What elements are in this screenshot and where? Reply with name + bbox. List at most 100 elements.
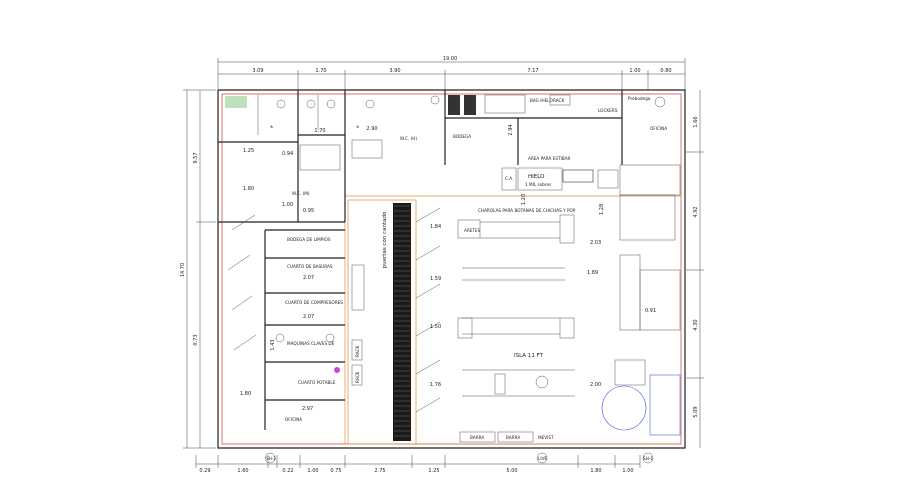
equipment-bag-hielo: BAG HIELO (530, 98, 553, 103)
dim-right-2: 4.92 (693, 206, 699, 217)
toilet-icon (276, 99, 286, 109)
wheelchair-icon-2: ♿ (356, 124, 360, 129)
dim-bottom-2: 1.60 (237, 468, 248, 474)
dim-189: 1.89 (587, 270, 598, 276)
dimension-bottom: 0.29 1.60 0.22 1.00 0.75 2.75 1.25 5.00 … (195, 455, 641, 474)
service-rooms: BODEGA DE LIMPIOS CUARTO DE BASURAS 2.07… (227, 214, 345, 430)
dim-200: 2.00 (590, 382, 601, 388)
dim-184: 1.84 (430, 224, 441, 230)
room-maquinas: MAQUINAS CLAVES DE (287, 341, 335, 346)
dim-297: 2.97 (302, 406, 313, 412)
equipment-hielo: HIELO (528, 174, 545, 180)
room-wc-m: W.C. (H) (400, 136, 417, 141)
equipment-rack-top: RACK (553, 98, 564, 103)
room-prebodega: Prebodega (628, 96, 651, 101)
equipment-charolas: CHAROLAS PARA BOTANAS DE CHICHAS Y POP (478, 208, 576, 213)
door-swing-lines (227, 214, 257, 351)
dim-100-interior: 1.00 (282, 202, 293, 208)
dim-120: 1.20 (521, 194, 527, 205)
dim-left-2: 0.73 (193, 334, 199, 345)
toilet-icon-4 (365, 99, 375, 109)
dim-left-total: 14.70 (180, 263, 186, 277)
room-bodega-limpios: BODEGA DE LIMPIOS (287, 237, 331, 242)
dim-top-seg-2: 1.70 (315, 68, 326, 74)
dim-094-interior: 0.94 (282, 151, 293, 157)
dim-bottom-10: 1.00 (622, 468, 633, 474)
room-bodega: BODEGA (453, 134, 471, 139)
dim-159: 1.59 (430, 276, 441, 282)
dim-top-seg-3: 3.90 (389, 68, 400, 74)
equipment-rack-left: RACK (355, 346, 360, 357)
dim-207-a: 2.07 (303, 275, 314, 281)
dim-290-interior: 2.90 (366, 126, 377, 132)
dim-170-interior: 1.70 (314, 128, 325, 134)
dimension-left: 14.70 9.57 0.73 (180, 89, 216, 449)
outer-walls (217, 89, 686, 449)
dim-180-b: 1.80 (240, 391, 251, 397)
dim-bottom-8: 5.00 (506, 468, 517, 474)
room-oficina-bottom: OFICINA (285, 417, 302, 422)
room-wc-f: W.C. (M) (292, 191, 310, 196)
dim-top-seg-5: 1.00 (629, 68, 640, 74)
marker-3: SH-2 (266, 456, 276, 461)
dim-294: 2.94 (508, 124, 514, 135)
dim-bottom-3: 0.22 (282, 468, 293, 474)
dim-bottom-7: 1.25 (428, 468, 439, 474)
shelf-block (448, 95, 460, 115)
dim-180-interior: 1.80 (243, 186, 254, 192)
fan-icon (654, 96, 666, 108)
equipment-hielo-sub: 1 MIL sobres (525, 182, 551, 187)
cooler-door-slats (394, 205, 410, 437)
sales-floor: ARETES CHAROLAS PARA BOTANAS DE CHICHAS … (430, 194, 656, 443)
dim-150: 1.50 (430, 324, 441, 330)
dim-total: 19.00 (443, 56, 457, 62)
toilet-icon-2 (306, 99, 316, 109)
toilet-icon-3 (326, 99, 336, 109)
cooler-door-swings (415, 207, 441, 413)
back-counter: HIELO 1 MIL sobres C.A. (501, 164, 681, 436)
dim-128: 1.28 (599, 204, 605, 215)
dim-left-1: 9.57 (193, 152, 199, 163)
dim-right-3: 4.30 (693, 319, 699, 330)
dim-bottom-9: 1.80 (590, 468, 601, 474)
dim-top-seg-1: 3.09 (252, 68, 263, 74)
dim-bottom-5: 0.75 (330, 468, 341, 474)
aretes-top: ARETES (464, 228, 481, 233)
cooler-doors (393, 203, 411, 441)
room-area-estibar: AREA PARA ESTIBAR (528, 156, 571, 161)
equipment-barra-2: BARRA (506, 435, 520, 440)
dim-right-1: 1.66 (693, 116, 699, 127)
section-markers: LIVE SH-1 SH-2 (264, 452, 653, 464)
dimension-right: 1.66 4.92 4.30 5.09 (686, 90, 704, 448)
dome-camera-icon (601, 385, 647, 431)
dim-176: 1.76 (430, 382, 441, 388)
room-cuarto-potable: CUARTO POTABLE (298, 380, 336, 385)
dim-bottom-1: 0.29 (199, 468, 210, 474)
equipment-puertas: puertas con cantado (382, 211, 388, 268)
restroom-tiles (225, 96, 247, 108)
dim-right-4: 5.09 (693, 406, 699, 417)
dim-207-b: 2.07 (303, 314, 314, 320)
room-oficina-top: OFICINA (650, 126, 667, 131)
equipment-mevist: MEVIST (538, 435, 554, 440)
room-cuarto-basura: CUARTO DE BASURAS (287, 264, 333, 269)
equipment-barra-1: BARRA (470, 435, 484, 440)
dim-125-interior: 1.25 (243, 148, 254, 154)
shelf-block-2 (464, 95, 476, 115)
restrooms: ♿ ♿ 1.70 2.90 W.C. (H) W.C. (M) 1.25 0.9… (218, 90, 440, 223)
dim-top-seg-4: 7.17 (527, 68, 538, 74)
cooler-area: puertas con cantado RACK RACK (347, 199, 441, 445)
equipment-isla: ISLA 11 FT (514, 353, 544, 359)
equipment-rack-left-2: RACK (355, 372, 360, 383)
storage-zone: BAG HIELO RACK LOCKERS BODEGA 2.94 AREA … (444, 90, 667, 165)
marker-1: LIVE (538, 456, 547, 461)
dim-bottom-4: 1.00 (307, 468, 318, 474)
room-cuarto-compresores: CUARTO DE COMPRESORES (285, 300, 343, 305)
equipment-ca: C.A. (505, 176, 513, 181)
equipment-lockers: LOCKERS (598, 108, 618, 113)
dim-143: 1.43 (270, 339, 276, 350)
dim-091: 0.91 (645, 308, 656, 314)
marker-2: SH-1 (643, 456, 653, 461)
sink-icon (430, 95, 440, 105)
